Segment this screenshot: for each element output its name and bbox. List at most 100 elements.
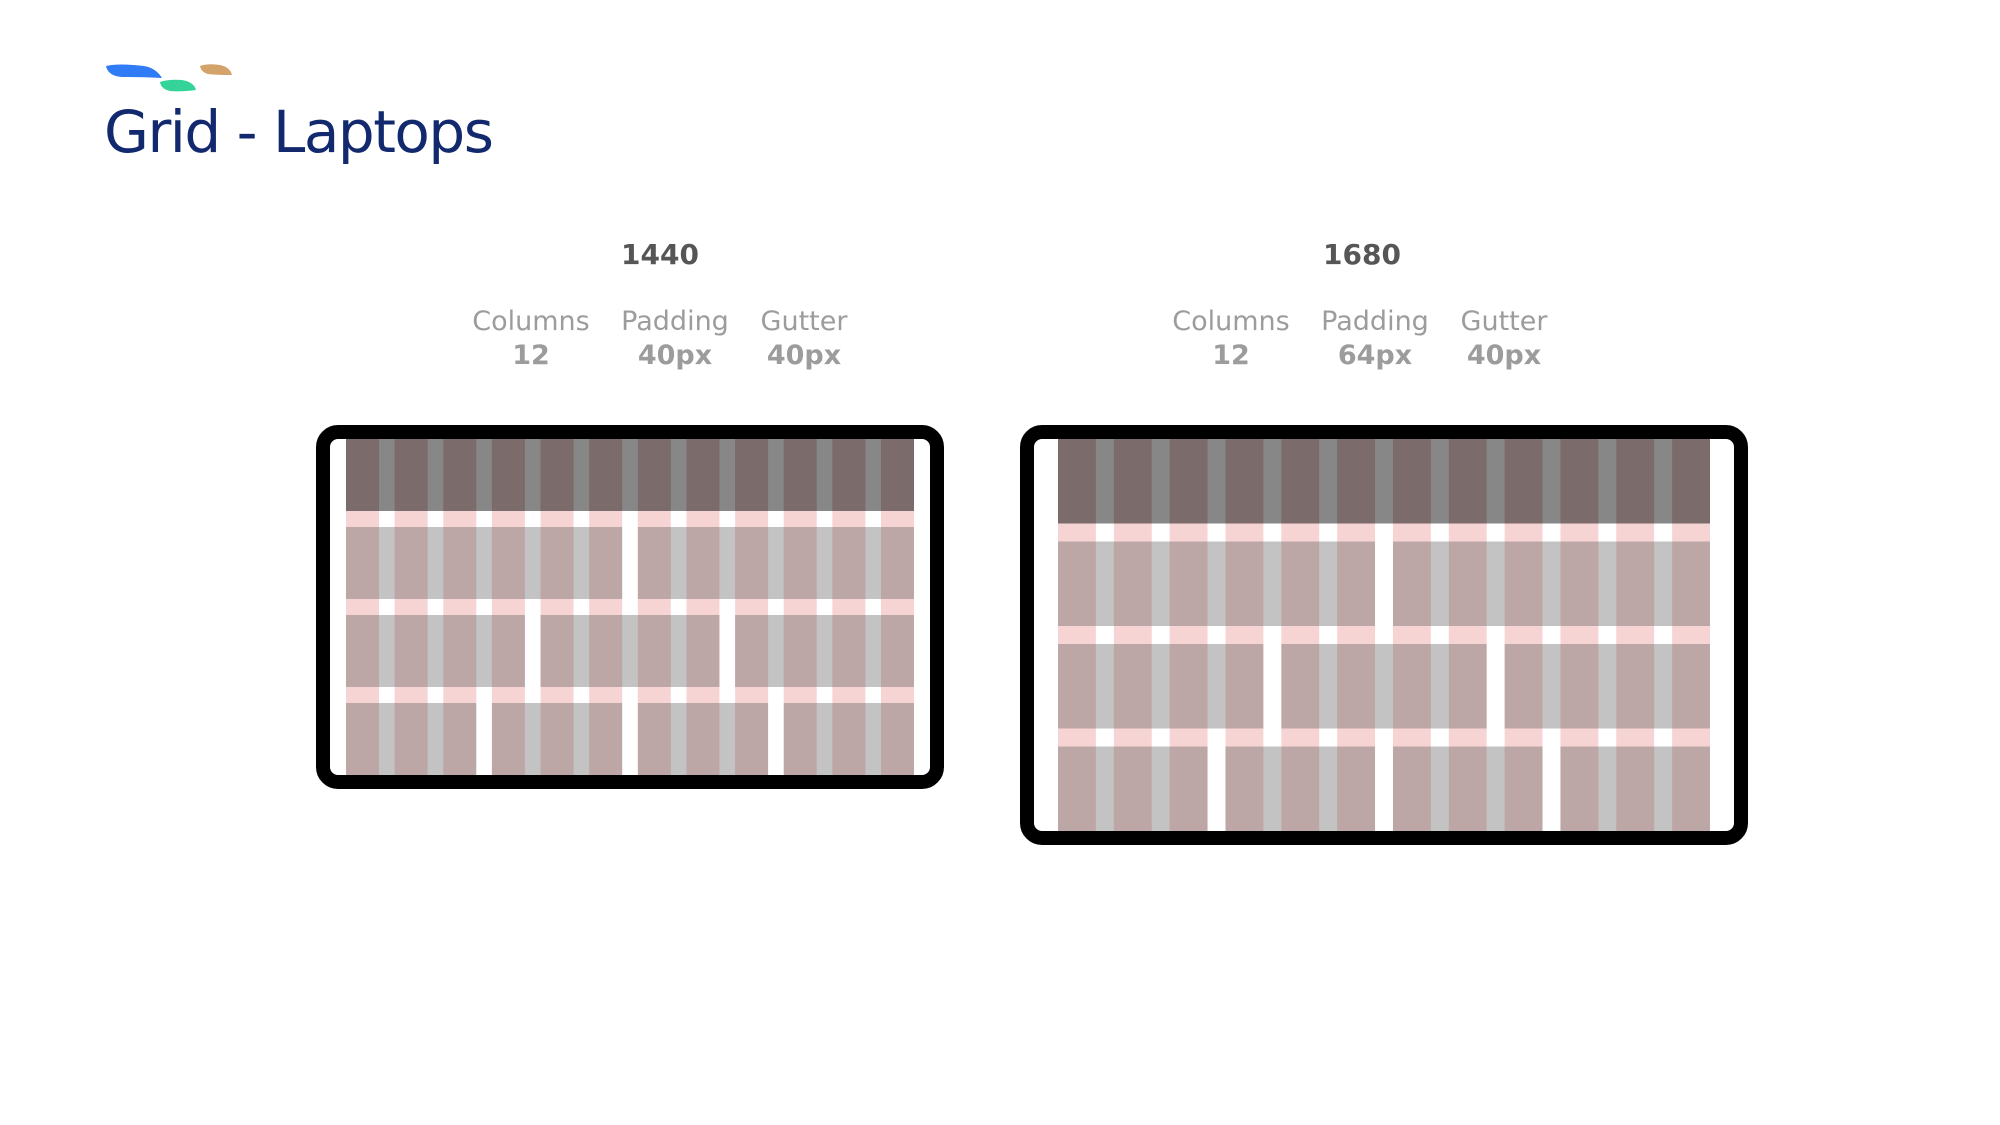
grid-gutter-stripe [1375, 439, 1393, 524]
grid-row-gap-gutter [476, 687, 492, 703]
grid-gutter-stripe [1375, 644, 1393, 729]
grid-row-gap-gutter [1598, 523, 1617, 542]
grid-gutter-stripe [1486, 746, 1505, 831]
grid-gutter-stripe [1319, 746, 1338, 831]
grid-gutter-stripe [1654, 541, 1673, 626]
grid-gutter-stripe [1151, 644, 1170, 729]
grid-gutter-stripe [1654, 644, 1673, 729]
grid-gutter-stripe [1654, 746, 1673, 831]
spec-value: 12 [512, 340, 550, 371]
grid-row-gap-gutter [1654, 523, 1673, 542]
grid-row-gap-gutter [670, 687, 687, 703]
spec-label: Gutter [1460, 306, 1548, 337]
grid-gutter-stripe [1207, 644, 1226, 729]
grid-row-gap-gutter [1542, 523, 1561, 542]
grid-row-gap-gutter [524, 687, 541, 703]
grid-row-gap-gutter [865, 687, 881, 703]
grid-row-gap-gutter [865, 511, 881, 527]
grid-row-gap-gutter [719, 511, 736, 527]
grid-row-gap-gutter [1263, 728, 1282, 747]
grid-gutter-stripe [573, 439, 590, 511]
grid-row-gap-gutter [573, 687, 590, 703]
grid-row-gap-gutter [1598, 728, 1617, 747]
grid-row-gap-gutter [573, 511, 590, 527]
grid-gutter-stripe [573, 615, 590, 687]
grid-span-block [1225, 746, 1376, 831]
grid-gutter-stripe [379, 439, 395, 511]
grid-row-gap-gutter [427, 687, 444, 703]
logo-stroke-green [160, 79, 196, 92]
grid-gutter-stripe [427, 439, 444, 511]
grid-row-gap-gutter [719, 687, 736, 703]
spec-label: Padding [1321, 306, 1429, 337]
grid-span-block [491, 703, 623, 775]
grid-gutter-stripe [1151, 746, 1170, 831]
spec-value: 12 [1212, 340, 1250, 371]
grid-gutter-stripe [427, 703, 444, 775]
logo-stroke-blue [106, 64, 162, 78]
grid-row-gap-gutter [768, 511, 784, 527]
grid-gutter-stripe [816, 615, 833, 687]
grid-gutter-stripe [427, 615, 444, 687]
grid-gutter-stripe [524, 703, 541, 775]
grid-row-gap-gutter [379, 687, 395, 703]
grid-gutter-stripe [670, 439, 687, 511]
spec-gutter-1680: Gutter 40px [1434, 305, 1574, 373]
grid-gutter-stripe [816, 527, 833, 599]
grid-gutter-stripe [1319, 541, 1338, 626]
laptop-screen-1680 [1020, 425, 1748, 845]
grid-gutter-stripe [768, 615, 784, 687]
brand-logo [106, 64, 232, 92]
spec-value: 40px [766, 340, 842, 371]
grid-gutter-stripe [524, 439, 541, 511]
grid-row-gap-gutter [427, 599, 444, 615]
grid-gutter-stripe [865, 439, 881, 511]
spec-value: 64px [1337, 340, 1413, 371]
grid-gutter-stripe [1430, 439, 1449, 524]
grid-gutter-stripe [719, 703, 736, 775]
grid-gutter-stripe [1319, 644, 1338, 729]
grid-gutter-stripe [573, 703, 590, 775]
grid-row-gap-gutter [1430, 626, 1449, 644]
grid-span-block [1560, 746, 1710, 831]
grid-gutter-stripe [476, 439, 492, 511]
grid-row-gap-gutter [1095, 523, 1114, 542]
grid-row-gap-gutter [816, 511, 833, 527]
grid-row-gap-gutter [1263, 626, 1282, 644]
grid-row-gap-gutter [816, 687, 833, 703]
grid-gutter-stripe [1095, 541, 1114, 626]
grid-row-gap-gutter [816, 599, 833, 615]
grid-row-gap-gutter [622, 511, 638, 527]
grid-gutter-stripe [1207, 439, 1226, 524]
grid-gutter-stripe [622, 439, 638, 511]
spec-label: Columns [472, 306, 590, 337]
grid-gutter-stripe [476, 527, 492, 599]
grid-gutter-stripe [573, 527, 590, 599]
grid-gutter-stripe [1151, 541, 1170, 626]
grid-row-gap-gutter [379, 511, 395, 527]
grid-row-gap-gutter [1095, 728, 1114, 747]
grid-gutter-stripe [1542, 439, 1561, 524]
laptop-screen-1440 [316, 425, 944, 789]
grid-gutter-stripe [1095, 439, 1114, 524]
grid-row-gap-gutter [1207, 523, 1226, 542]
grid-gutter-stripe [427, 527, 444, 599]
grid-gutter-stripe [719, 527, 736, 599]
grid-row-gap-gutter [1151, 626, 1170, 644]
grid-row-gap-gutter [1486, 523, 1505, 542]
grid-gutter-stripe [1430, 746, 1449, 831]
grid-diagram-1680 [1058, 439, 1710, 831]
grid-row-gap-gutter [1375, 626, 1393, 644]
grid-row-gap-gutter [1207, 728, 1226, 747]
grid-row-gap-gutter [1207, 626, 1226, 644]
grid-row-gap-gutter [768, 687, 784, 703]
grid-row-gap-gutter [1095, 626, 1114, 644]
grid-gutter-stripe [1430, 644, 1449, 729]
grid-gutter-stripe [816, 703, 833, 775]
grid-gutter-stripe [379, 703, 395, 775]
grid-row-gap-gutter [524, 599, 541, 615]
grid-gutter-stripe [1486, 439, 1505, 524]
grid-gutter-stripe [1486, 541, 1505, 626]
grid-gutter-stripe [670, 703, 687, 775]
grid-gutter-stripe [768, 439, 784, 511]
